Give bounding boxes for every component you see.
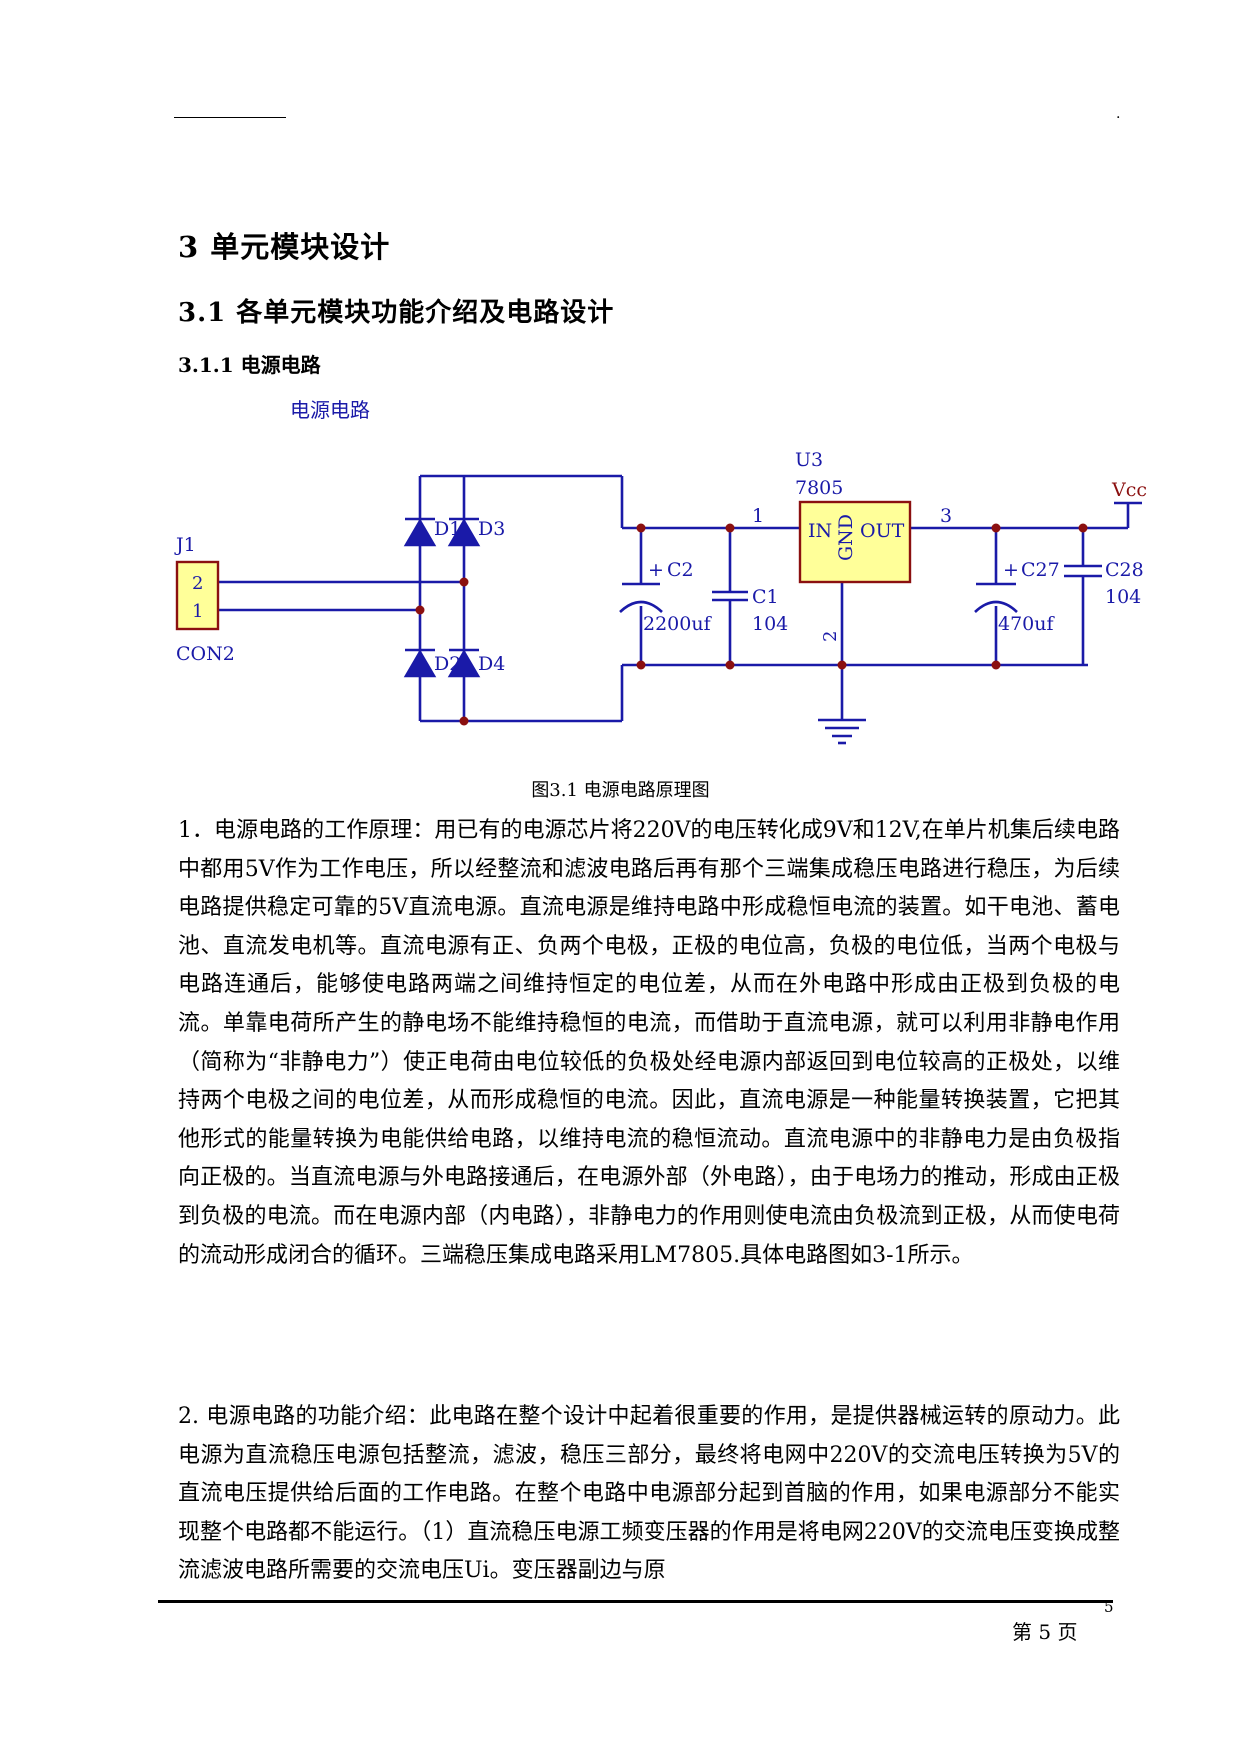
footer-rule: [158, 1600, 1113, 1603]
c28-label: C28: [1105, 559, 1144, 581]
page-number: 第 5 页: [1012, 1620, 1078, 1644]
d2-label: D2: [434, 653, 461, 675]
component-labels: U3 7805 1 3 J1 CON2 D1 D3 D2 D4 + C2 220…: [174, 449, 1144, 675]
footer-small-number: 5: [1104, 1598, 1114, 1616]
connector-j1: [175, 560, 220, 631]
wires: [218, 474, 1142, 745]
u3-label: U3: [795, 449, 823, 471]
c1-label: C1: [752, 586, 779, 608]
node-3-label: 3: [940, 505, 952, 527]
connector-pin-labels: 2 1: [192, 573, 203, 622]
con2-label: CON2: [176, 643, 235, 665]
d3-label: D3: [478, 518, 505, 540]
node-1-label: 1: [752, 505, 764, 527]
figure-caption: 图3.1 电源电路原理图: [531, 780, 710, 801]
c1-value: 104: [752, 613, 788, 635]
pin-gnd: GND: [835, 514, 857, 561]
d1-label: D1: [434, 518, 461, 540]
c2-label: C2: [667, 559, 694, 581]
regulator-u3: [798, 500, 912, 584]
c27-plus: +: [1003, 559, 1019, 581]
diode-d4: [447, 649, 481, 678]
junctions: [415, 523, 1088, 726]
node-2-label: 2: [820, 631, 841, 642]
j1-pin1: 1: [192, 601, 203, 622]
bridge-diodes: [403, 517, 481, 678]
diode-d3: [447, 518, 481, 547]
power-circuit-schematic: 电源电路: [174, 398, 1147, 745]
pin-out: OUT: [860, 520, 905, 542]
c2-plus: +: [648, 559, 664, 581]
c27-label: C27: [1021, 559, 1060, 581]
j1-label: J1: [174, 534, 196, 556]
diode-d2: [403, 649, 437, 678]
schematic-title: 电源电路: [290, 398, 370, 422]
j1-pin2: 2: [192, 573, 203, 594]
paragraph-2: 2. 电源电路的功能介绍：此电路在整个设计中起着很重要的作用，是提供器械运转的原…: [178, 1404, 1120, 1584]
diode-d1: [403, 518, 437, 547]
c28-value: 104: [1105, 586, 1141, 608]
c27-value: 470uf: [998, 613, 1056, 635]
d4-label: D4: [478, 653, 505, 675]
section-heading: 3.1 各单元模块功能介绍及电路设计: [178, 298, 615, 328]
u3-part-label: 7805: [795, 477, 843, 499]
subsection-heading: 3.1.1 电源电路: [178, 353, 321, 377]
header-rule: [174, 117, 286, 118]
pin-in: IN: [808, 520, 832, 542]
regulator-pin-labels: IN OUT GND: [808, 514, 905, 561]
vcc-label: Vcc: [1111, 479, 1147, 501]
paragraph-1: 1．电源电路的工作原理：用已有的电源芯片将220V的电压转化成9V和12V,在单…: [178, 818, 1120, 1268]
c2-value: 2200uf: [643, 613, 713, 635]
header-mark: .: [1116, 106, 1121, 122]
chapter-heading: 3 单元模块设计: [178, 230, 391, 264]
